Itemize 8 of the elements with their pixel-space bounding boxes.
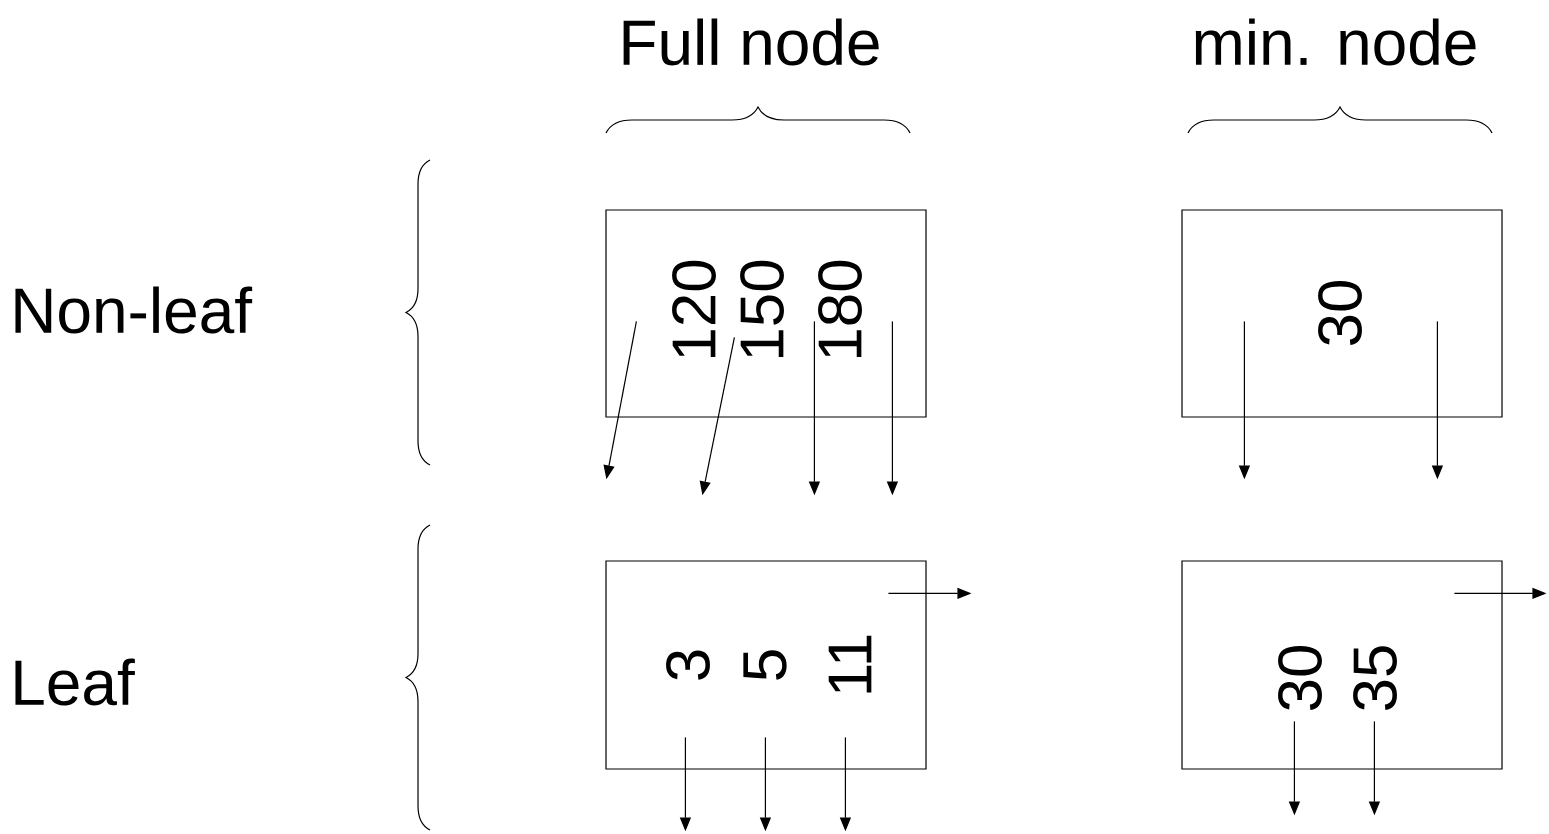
node-box: 30 bbox=[1181, 209, 1503, 418]
node-box: 120 150 180 bbox=[605, 209, 927, 418]
node-box: 3 5 11 bbox=[605, 560, 927, 770]
node-box: 30 35 bbox=[1181, 560, 1503, 770]
heading: Full node bbox=[623, 18, 879, 66]
heading: Non-leaf bbox=[15, 286, 253, 334]
heading: min. node bbox=[1195, 18, 1476, 66]
heading: Leaf bbox=[15, 658, 135, 706]
